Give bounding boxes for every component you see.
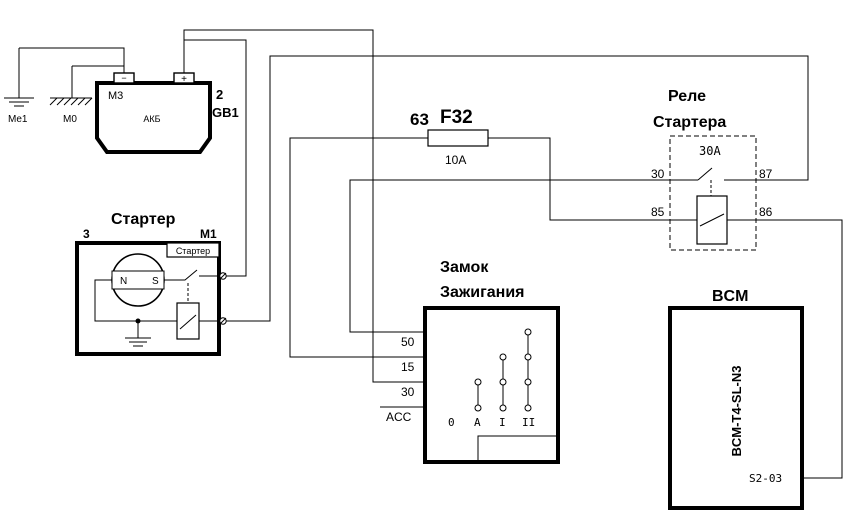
starter-title: Стартер xyxy=(111,211,176,228)
ignition-contacts xyxy=(474,328,532,412)
relay-pin-85: 85 xyxy=(651,205,665,219)
ignition-title-line2: Зажигания xyxy=(440,284,525,301)
starter-inner-label: Стартер xyxy=(176,246,210,256)
ignition-switch: Замок Зажигания 50 15 30 ACC 0 A I II xyxy=(386,259,560,464)
ignition-pos-0: 0 xyxy=(448,416,455,429)
battery: − + M3 АКБ 2 GB1 xyxy=(95,72,239,154)
starter: Стартер 3 M1 Стартер N S xyxy=(75,211,227,356)
relay-housing xyxy=(669,135,757,251)
bcm-part-number: BCM-T4-SL-N3 xyxy=(729,366,744,457)
starter-number: 3 xyxy=(83,227,90,241)
wires xyxy=(19,29,843,479)
ignition-pin-50: 50 xyxy=(401,335,415,349)
bcm: BCM BCM-T4-SL-N3 S2-03 xyxy=(668,288,804,510)
starter-designator: M1 xyxy=(200,227,217,241)
ground-me1: Me1 xyxy=(4,48,34,125)
ignition-pin-acc: ACC xyxy=(386,410,412,424)
bcm-title: BCM xyxy=(712,288,748,305)
ignition-housing xyxy=(423,306,560,464)
battery-minus-sign: − xyxy=(121,73,126,83)
bcm-housing xyxy=(668,306,804,510)
relay-title-line2: Стартера xyxy=(653,114,726,131)
battery-name: АКБ xyxy=(143,114,160,124)
ignition-pin-30: 30 xyxy=(401,385,415,399)
fuse-f32: 63 F32 10A xyxy=(410,107,489,167)
battery-terminal-m3: M3 xyxy=(108,90,123,102)
battery-designator: GB1 xyxy=(212,105,239,120)
fuse-number: 63 xyxy=(410,110,429,129)
starter-pole-n: N xyxy=(120,276,127,287)
fuse-designator: F32 xyxy=(440,107,473,128)
relay-rating: 30A xyxy=(699,144,721,158)
starter-inner-label-box xyxy=(166,242,220,258)
battery-plus-sign: + xyxy=(181,74,187,85)
relay-title-line1: Реле xyxy=(668,88,706,105)
relay-pin-86: 86 xyxy=(759,205,773,219)
ignition-pos-ii: II xyxy=(522,416,535,429)
ground-m0: M0 xyxy=(49,66,93,125)
ignition-pos-a: A xyxy=(474,416,481,429)
ground-me1-label: Me1 xyxy=(8,114,28,125)
ground-m0-label: M0 xyxy=(63,114,77,125)
relay-pin-30: 30 xyxy=(651,167,665,181)
ignition-title-line1: Замок xyxy=(440,259,489,276)
battery-plus-terminal xyxy=(173,72,195,84)
starter-relay: Реле Стартера 30A 30 87 85 86 xyxy=(651,88,773,251)
starter-pole-s: S xyxy=(152,276,159,287)
bcm-connector: S2-03 xyxy=(749,472,782,485)
battery-number: 2 xyxy=(216,87,223,102)
battery-minus-terminal xyxy=(113,72,135,84)
ignition-pos-i: I xyxy=(499,416,506,429)
starter-solenoid xyxy=(176,302,200,340)
starter-housing xyxy=(75,241,221,356)
ignition-pin-15: 15 xyxy=(401,360,415,374)
relay-pin-87: 87 xyxy=(759,167,773,181)
fuse-rating: 10A xyxy=(445,153,466,167)
